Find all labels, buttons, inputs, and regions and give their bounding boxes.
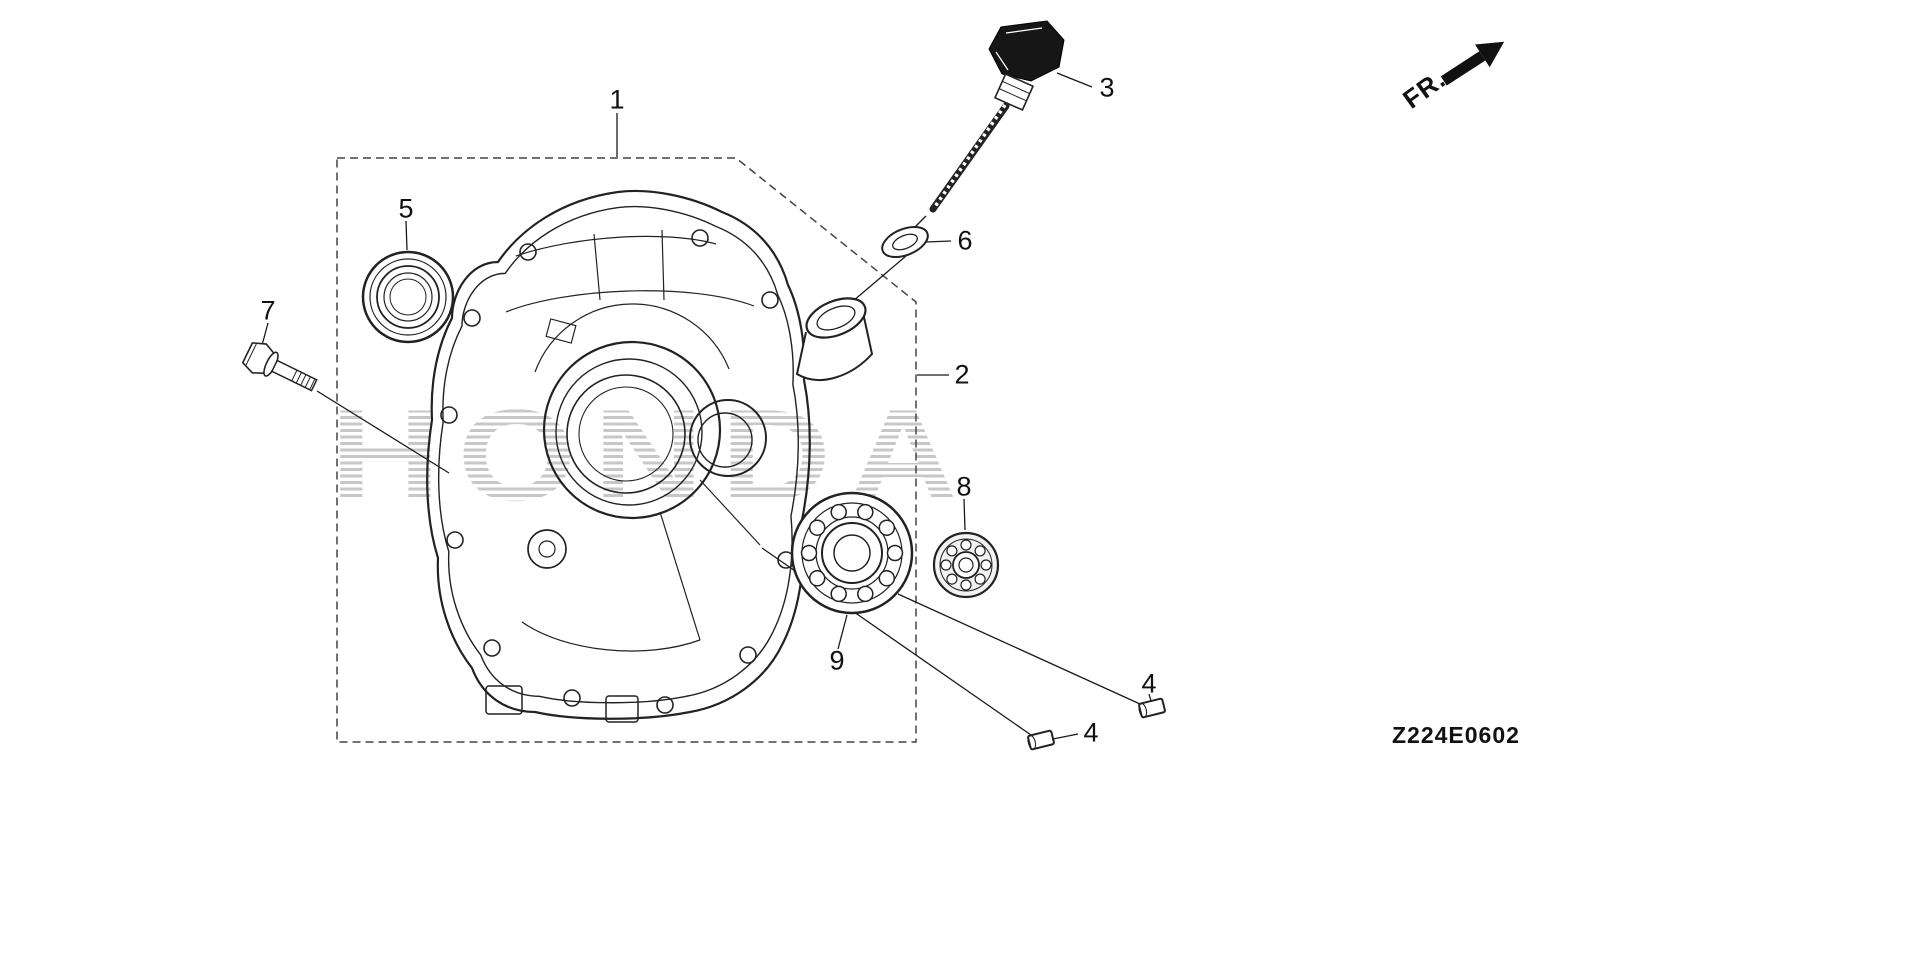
flange-bolt-holes: [440, 229, 795, 714]
leader-lines: [260, 72, 1152, 740]
crankcase-cover: [426, 189, 874, 723]
lower-boss: [527, 529, 567, 569]
part-callout-9: 9: [829, 645, 845, 676]
part-callout-1: 1: [609, 84, 625, 115]
oil-dipstick: [929, 20, 1065, 213]
fr-direction-arrow: [1440, 41, 1505, 86]
part-callout-6: 6: [957, 225, 973, 256]
diagram-code: Z224E0602: [1392, 722, 1520, 748]
dowel-pin-2: [1138, 697, 1166, 719]
oil-seal: [361, 250, 455, 344]
mounting-feet: [485, 685, 639, 723]
part-callout-7: 7: [260, 295, 276, 326]
main-bore: [542, 340, 722, 520]
part-callout-4: 4: [1083, 717, 1099, 748]
secondary-bore: [689, 399, 767, 477]
flange-bolt: [241, 342, 318, 392]
part-callout-5: 5: [398, 193, 414, 224]
sealing-washer: [881, 225, 929, 259]
part-callout-4: 4: [1141, 668, 1157, 699]
assembly-boundary-box: [336, 157, 917, 743]
breather-tube: [795, 297, 874, 382]
dowel-pin-1: [1027, 729, 1055, 751]
large-ball-bearing: [790, 491, 914, 615]
part-callout-2: 2: [954, 359, 970, 390]
part-callout-3: 3: [1099, 72, 1115, 103]
small-ball-bearing: [932, 531, 1000, 599]
part-callout-8: 8: [956, 471, 972, 502]
